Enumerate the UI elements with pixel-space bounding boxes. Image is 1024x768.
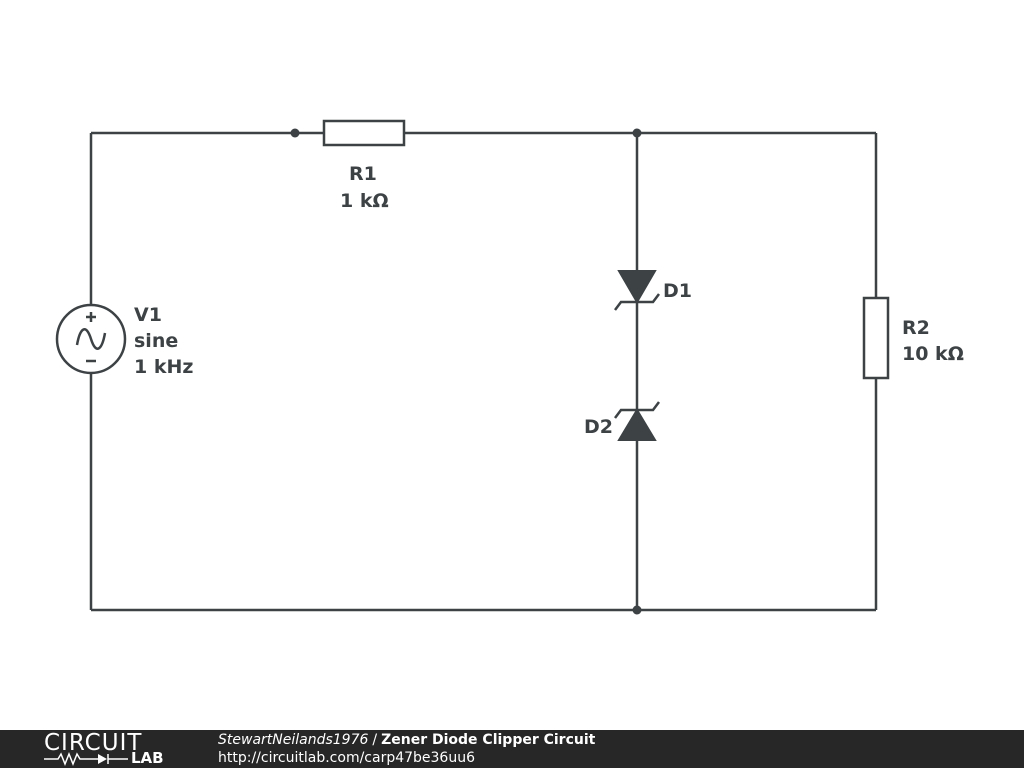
junction-node-r1-left (290, 128, 300, 138)
logo-sub: LAB (131, 749, 164, 767)
d1-triangle-icon (617, 270, 657, 304)
r1-value-label: 1 kΩ (340, 190, 389, 212)
d1-name-label: D1 (663, 280, 692, 302)
d2-name-label: D2 (584, 416, 613, 438)
resistor-r2[interactable] (862, 296, 890, 380)
junction-node-bottom (632, 605, 642, 615)
resistor-diode-logo-icon (44, 752, 128, 766)
v1-type-label: sine (134, 330, 178, 352)
resistor-r1[interactable] (322, 119, 406, 147)
credit-separator: / (372, 732, 378, 748)
d2-triangle-icon (617, 408, 657, 441)
logo-word: CIRCUIT (44, 730, 143, 756)
v1-frequency-label: 1 kHz (134, 356, 193, 378)
voltage-source-v1[interactable] (55, 303, 127, 375)
r2-value-label: 10 kΩ (902, 343, 964, 365)
sine-wave-icon (75, 328, 107, 350)
wires (89, 131, 878, 612)
author-link[interactable]: StewartNeilands1976 (218, 732, 369, 748)
r1-name-label: R1 (349, 163, 377, 185)
footer-bar: CIRCUIT LAB StewartNeilands1976/Zener Di… (0, 730, 1024, 768)
v1-name-label: V1 (134, 304, 162, 326)
zener-diode-d2[interactable] (614, 401, 660, 441)
circuit-url-link[interactable]: http://circuitlab.com/carp47be36uu6 (218, 750, 475, 766)
circuitlab-logo[interactable]: CIRCUIT LAB (44, 732, 176, 766)
credit-line: StewartNeilands1976/Zener Diode Clipper … (218, 731, 595, 749)
circuit-title[interactable]: Zener Diode Clipper Circuit (381, 732, 596, 748)
d1-cathode-bar-icon (614, 293, 660, 311)
r2-name-label: R2 (902, 317, 930, 339)
junction-node-top (632, 128, 642, 138)
d2-cathode-bar-icon (614, 401, 660, 419)
zener-diode-d1[interactable] (614, 270, 660, 311)
